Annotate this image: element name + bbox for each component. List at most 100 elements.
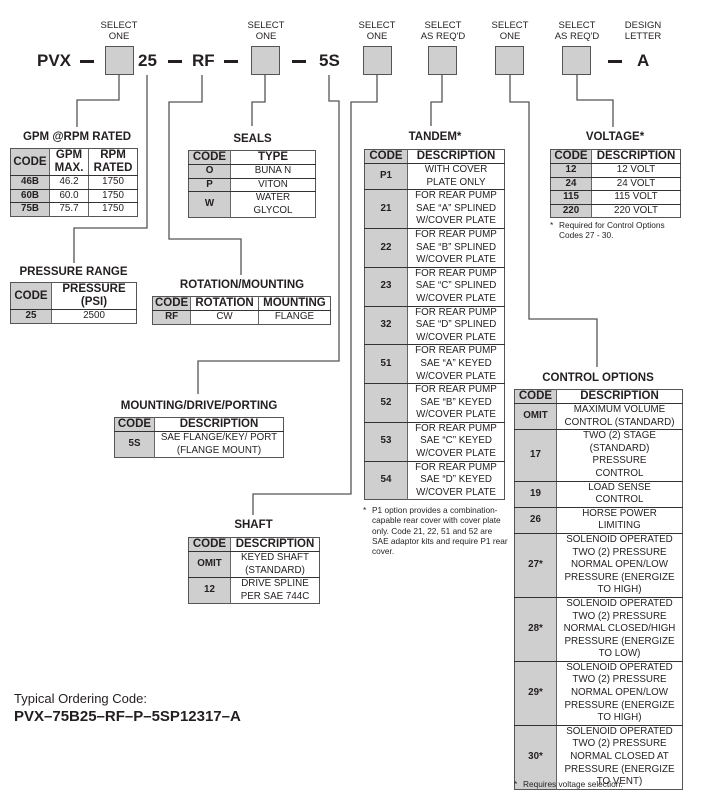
code-cell: 32 xyxy=(364,306,408,346)
pressure-table: CODE PRESSURE (PSI) 25 2500 xyxy=(10,282,137,324)
seals-title: SEALS xyxy=(233,133,272,145)
code-cell: 54 xyxy=(364,461,408,500)
header-gpm: GPM MAX. xyxy=(49,148,90,176)
table-row[interactable]: 220 220 VOLT xyxy=(550,204,681,218)
mounting-table: CODE DESCRIPTION 5S SAE FLANGE/KEY/ PORT… xyxy=(114,417,284,459)
mounting-cell: FLANGE xyxy=(274,311,315,322)
code-cell: 60B xyxy=(10,189,50,204)
table-row[interactable]: O BUNA N xyxy=(188,164,316,179)
code-cell: O xyxy=(188,164,231,179)
code-cell: 19 xyxy=(514,481,557,508)
code-cell: P1 xyxy=(364,163,408,191)
code-cell: 12 xyxy=(550,163,592,178)
table-row[interactable]: 60B 60.0 1750 xyxy=(10,189,138,204)
description-cell: 220 VOLT xyxy=(614,204,658,216)
header-code: CODE xyxy=(364,149,408,164)
typical-ordering-label: Typical Ordering Code: xyxy=(14,691,147,706)
connector-gpm xyxy=(76,75,120,127)
shaft-title: SHAFT xyxy=(234,519,273,531)
code-cell: 115 xyxy=(550,190,592,205)
type-cell: VITON xyxy=(230,178,316,193)
table-row[interactable]: 30*SOLENOID OPERATED TWO (2) PRESSURE NO… xyxy=(514,725,683,790)
header-type: TYPE xyxy=(230,150,316,165)
type-cell: WATER GLYCOL xyxy=(253,192,293,216)
code-cell: 23 xyxy=(364,267,408,307)
description-cell: 12 VOLT xyxy=(591,163,681,178)
code-cell: 17 xyxy=(514,429,557,482)
header-mounting: MOUNTING xyxy=(258,296,331,311)
table-row[interactable]: 46B 46.2 1750 xyxy=(10,175,138,190)
table-row[interactable]: RF CW FLANGE xyxy=(152,310,331,325)
table-row[interactable]: 75B 75.7 1750 xyxy=(10,202,138,217)
code-cell: 29* xyxy=(514,661,557,726)
seals-select-box[interactable] xyxy=(251,46,280,75)
code-cell: OMIT xyxy=(514,403,557,431)
code-cell: P xyxy=(188,178,231,193)
table-row[interactable]: 27*SOLENOID OPERATED TWO (2) PRESSURE NO… xyxy=(514,533,683,598)
shaft-select-box[interactable] xyxy=(363,46,392,75)
code-cell: 27* xyxy=(514,533,557,598)
header-description: DESCRIPTION xyxy=(407,149,505,164)
header-code: CODE xyxy=(10,148,50,176)
table-row[interactable]: 25 2500 xyxy=(10,309,137,324)
description-cell: FOR REAR PUMP SAE “A” SPLINED W/COVER PL… xyxy=(407,189,505,229)
table-row[interactable]: 29*SOLENOID OPERATED TWO (2) PRESSURE NO… xyxy=(514,661,683,726)
header-rpm: RPM RATED xyxy=(88,148,138,176)
connector-voltage xyxy=(576,75,614,127)
seals-table: CODE TYPE O BUNA N P VITON W WATER GLYCO… xyxy=(188,150,316,219)
header-code: CODE xyxy=(188,150,231,165)
voltage-select-box[interactable] xyxy=(562,46,591,75)
table-row[interactable]: W WATER GLYCOL xyxy=(188,191,316,218)
gpm-cell: 60.0 xyxy=(49,189,90,204)
header-description: DESCRIPTION xyxy=(230,537,320,552)
table-row[interactable]: OMIT KEYED SHAFT (STANDARD) xyxy=(188,551,320,579)
connector-tandem xyxy=(430,75,443,126)
table-row[interactable]: P VITON xyxy=(188,178,316,193)
gpm-cell: 46.2 xyxy=(49,175,90,190)
code-cell: 22 xyxy=(364,228,408,268)
table-row[interactable]: 28*SOLENOID OPERATED TWO (2) PRESSURE NO… xyxy=(514,597,683,662)
description-cell: FOR REAR PUMP SAE “D” SPLINED W/COVER PL… xyxy=(407,306,505,346)
table-row[interactable]: 12 DRIVE SPLINE PER SAE 744C xyxy=(188,577,320,604)
header-code: CODE xyxy=(10,282,52,310)
description-cell: KEYED SHAFT (STANDARD) xyxy=(230,551,320,579)
pressure-cell: 2500 xyxy=(83,310,105,321)
shaft-table: CODE DESCRIPTION OMIT KEYED SHAFT (STAND… xyxy=(188,537,320,605)
description-cell: SOLENOID OPERATED TWO (2) PRESSURE NORMA… xyxy=(556,597,683,662)
code-cell: 220 xyxy=(550,204,592,218)
rpm-cell: 1750 xyxy=(88,189,138,204)
header-description: DESCRIPTION xyxy=(154,417,284,432)
select-label-shaft: SELECT ONE xyxy=(358,20,396,42)
select-label-seals: SELECT ONE xyxy=(247,20,285,42)
code-cell: 25 xyxy=(10,309,52,324)
mounting-code: 5S xyxy=(319,51,340,70)
header-description: DESCRIPTION xyxy=(591,149,681,164)
header-description: DESCRIPTION xyxy=(556,389,683,404)
control-select-box[interactable] xyxy=(495,46,524,75)
separator-dash xyxy=(80,60,94,63)
gpm-select-box[interactable] xyxy=(105,46,134,75)
tandem-select-box[interactable] xyxy=(428,46,457,75)
code-cell: 24 xyxy=(550,177,592,192)
control-footnote: * Requires voltage selection. xyxy=(514,779,684,789)
footnote-asterisk: * xyxy=(514,779,518,789)
table-row[interactable]: 5S SAE FLANGE/KEY/ PORT (FLANGE MOUNT) xyxy=(114,431,284,458)
code-cell: 53 xyxy=(364,422,408,462)
